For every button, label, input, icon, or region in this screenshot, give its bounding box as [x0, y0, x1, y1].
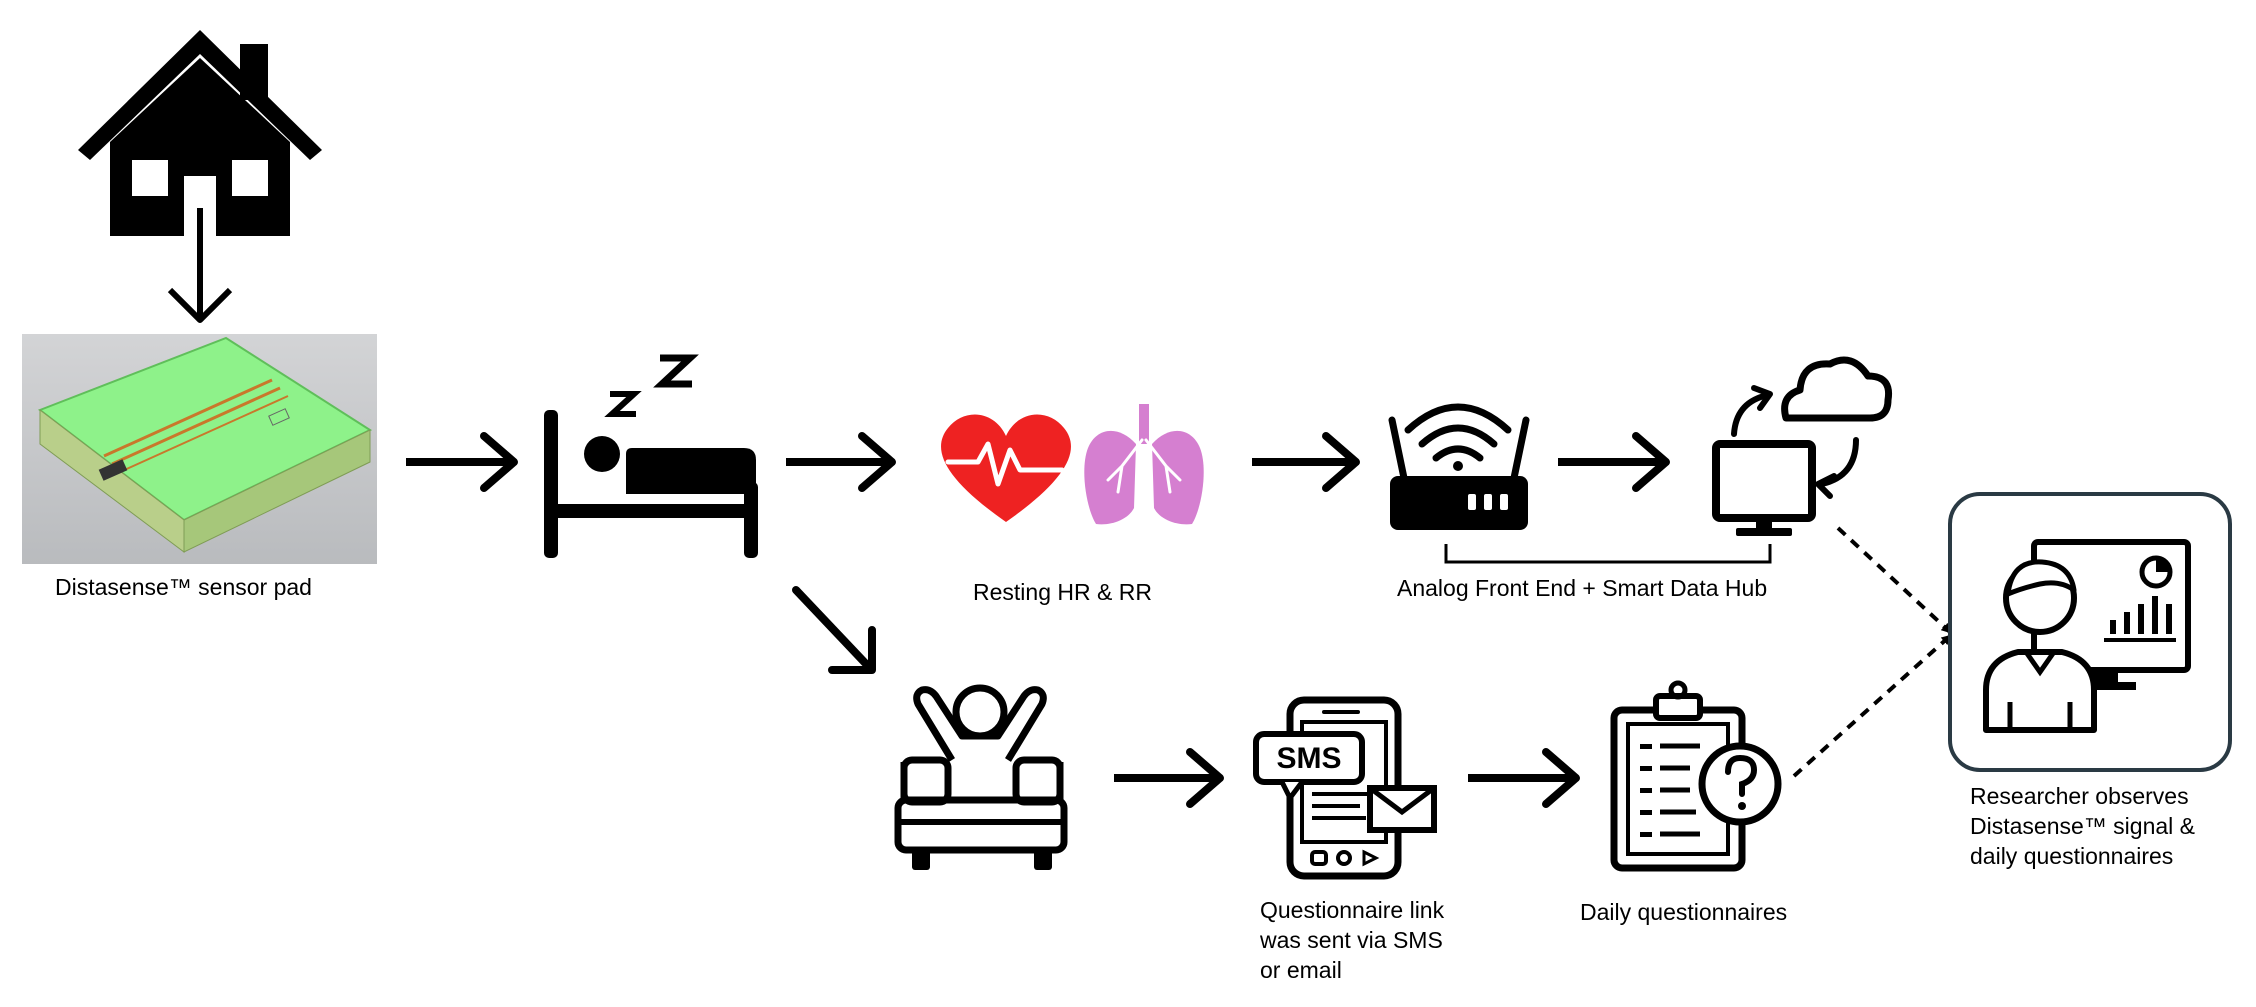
phone-sms-email-icon [1253, 696, 1437, 880]
arrow-phone-to-clipboard [1468, 748, 1580, 808]
sms-badge-text: SMS [1276, 742, 1341, 775]
arrow-pad-to-sleep [406, 432, 518, 492]
cloud-computer-sync-icon [1712, 356, 1893, 536]
clipboard-question-icon [1610, 680, 1782, 872]
waking-person-in-bed-icon [894, 684, 1068, 870]
arrow-router-to-computer [1558, 432, 1670, 492]
researcher-label: Researcher observes Distasense™ signal &… [1970, 783, 2195, 869]
daily-questionnaires-label: Daily questionnaires [1580, 899, 1788, 925]
questionnaire-link-label: Questionnaire link was sent via SMS or e… [1260, 897, 1445, 983]
arrow-vitals-to-router [1252, 432, 1360, 492]
arrow-wake-to-phone [1114, 748, 1224, 808]
lungs-icon [1084, 404, 1204, 525]
arrow-sleep-to-vitals [786, 432, 896, 492]
dashed-arrow-questionnaires-to-researcher [1792, 634, 1952, 778]
wifi-router-icon [1388, 403, 1530, 530]
hub-bracket [1444, 544, 1772, 564]
house-icon [78, 30, 322, 236]
sleeping-person-in-bed-icon [544, 354, 758, 558]
arrow-sleep-to-wake [792, 586, 876, 674]
arrow-house-to-pad [167, 208, 233, 323]
vitals-label: Resting HR & RR [973, 579, 1152, 605]
heart-rate-icon [941, 414, 1071, 522]
sensor-pad-image [22, 334, 377, 564]
researcher-monitor-icon [1948, 492, 2232, 772]
sensor-pad-label: Distasense™ sensor pad [55, 574, 312, 600]
dashed-arrow-hub-to-researcher [1836, 526, 1952, 634]
hub-label: Analog Front End + Smart Data Hub [1397, 575, 1768, 601]
